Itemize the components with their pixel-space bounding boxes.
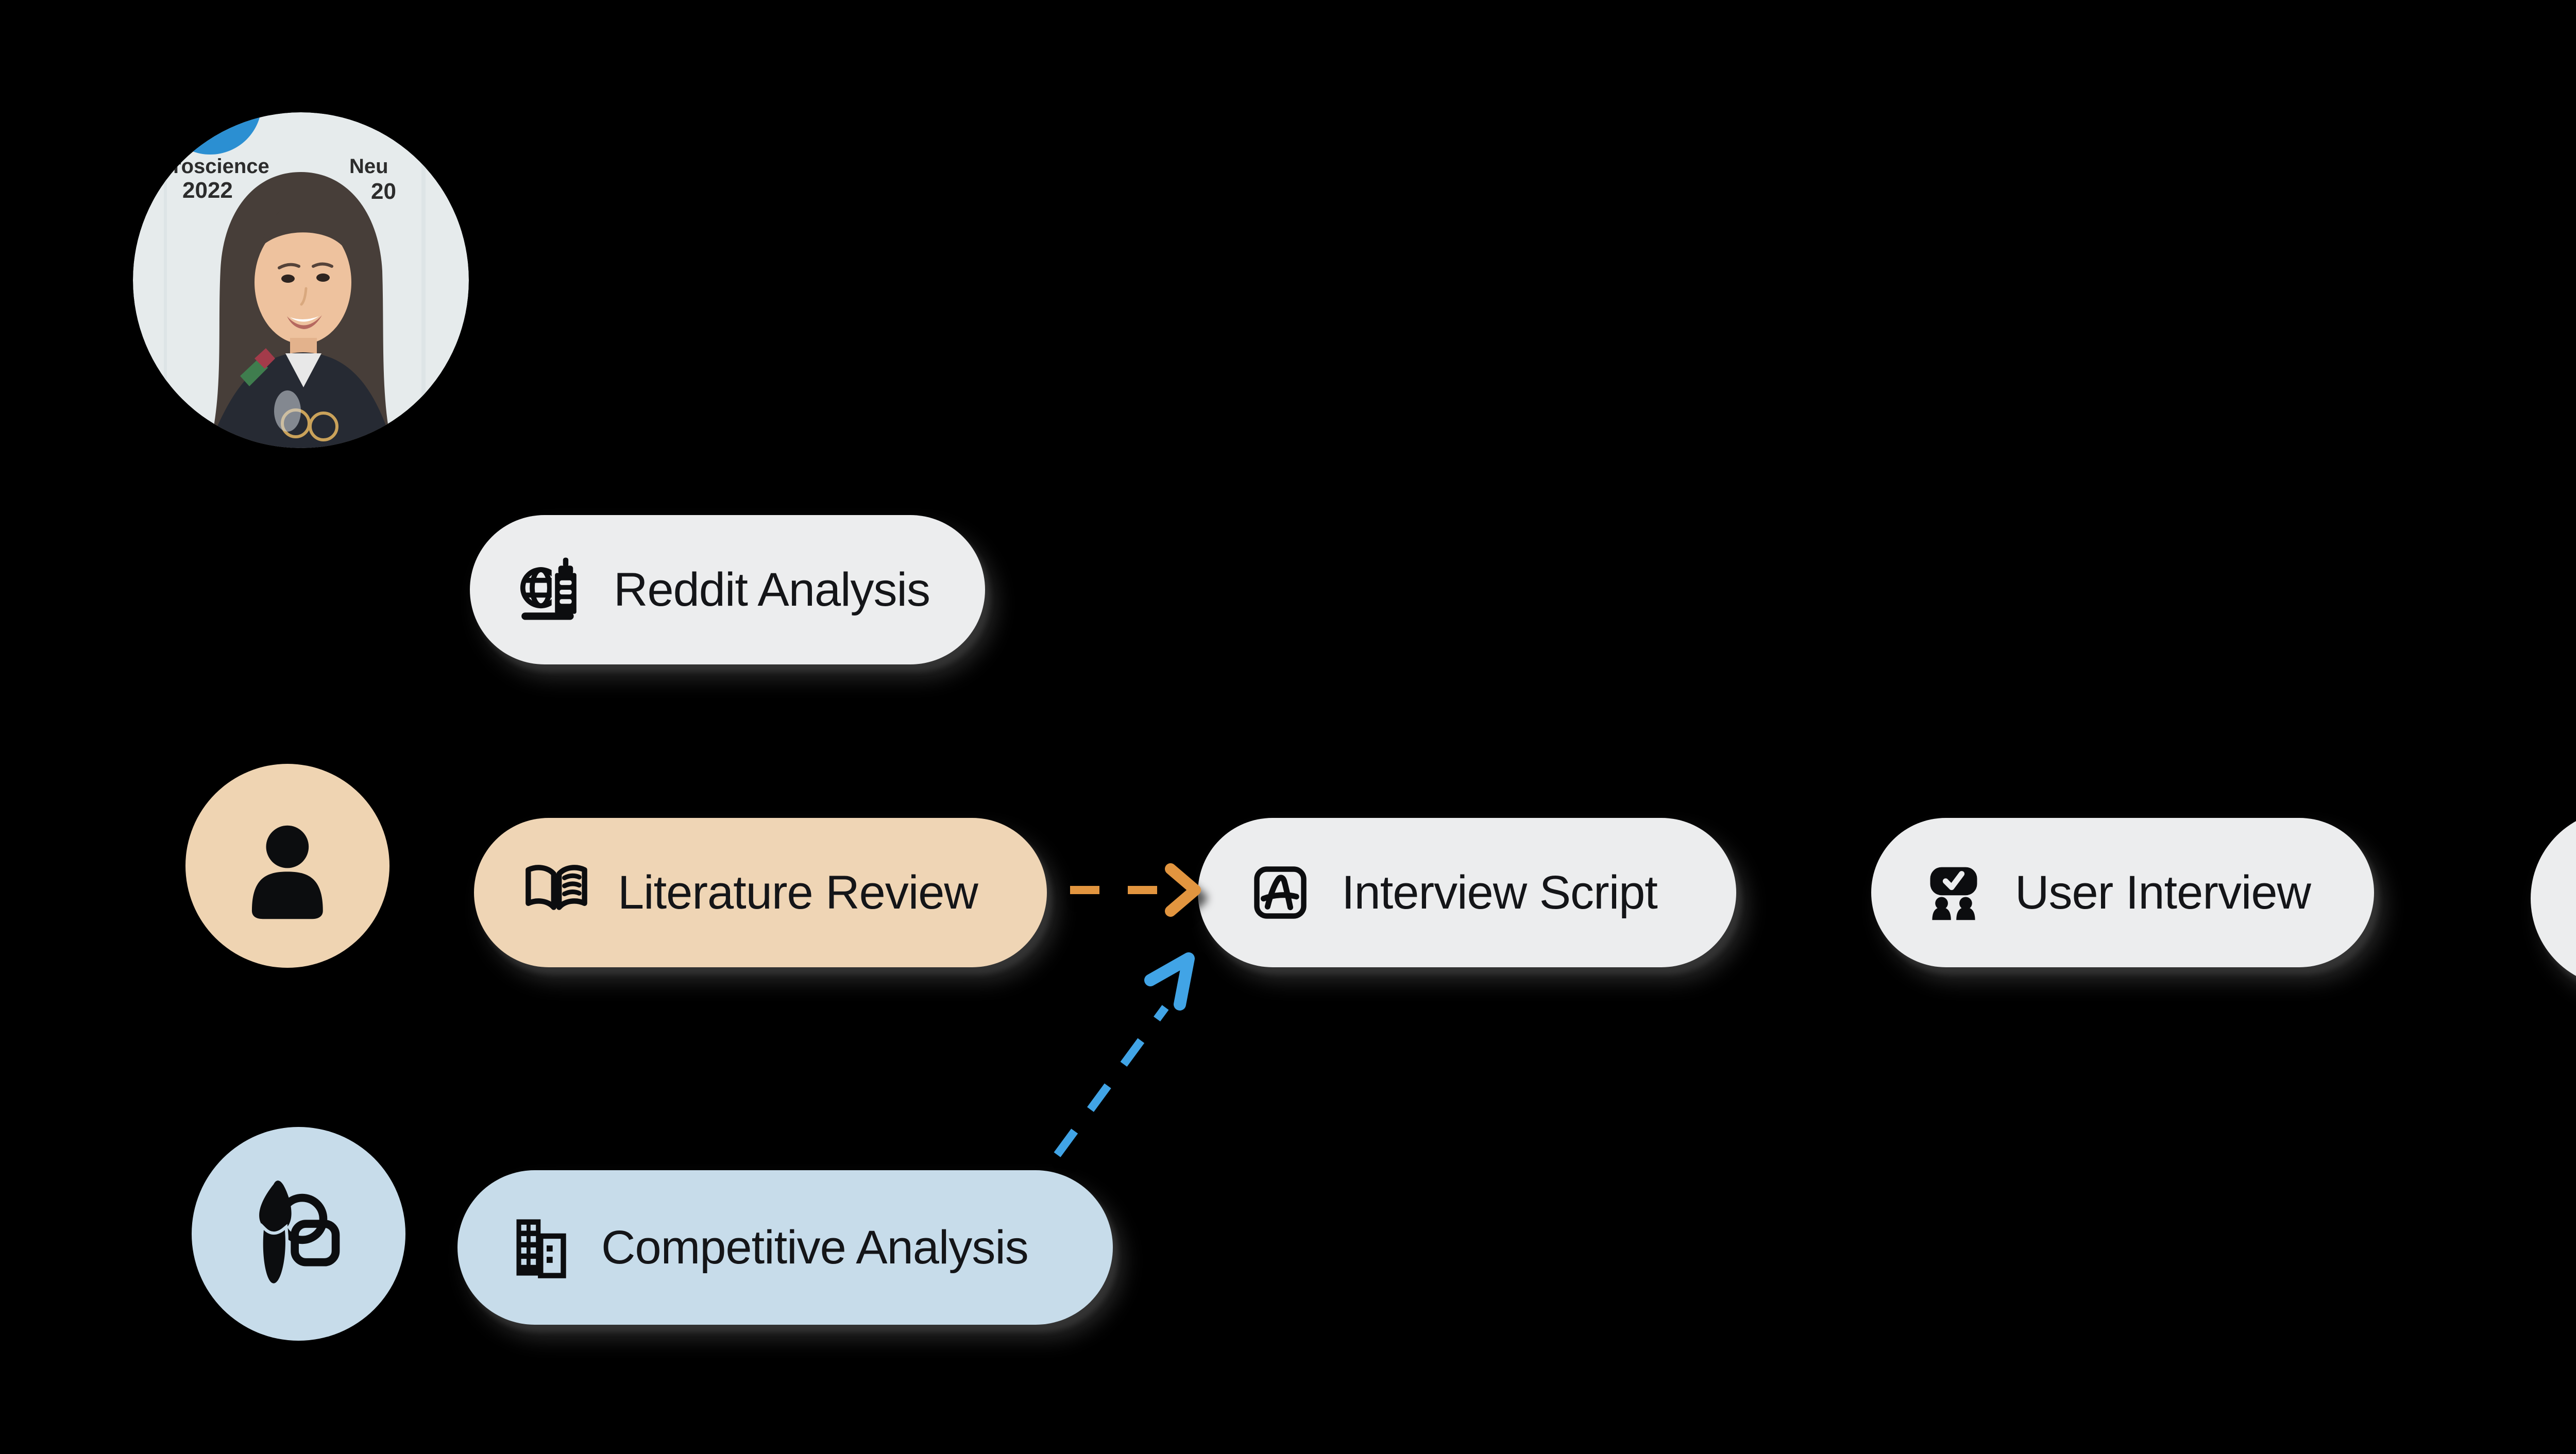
profile-avatar[interactable]: roscience 2022 Neu 20 [133,112,469,448]
arrowhead-right [1165,863,1201,917]
globe-tower-icon [519,556,586,623]
people-check-icon [1920,859,1987,926]
node-literature-review[interactable]: Literature Review [474,818,1047,967]
node-data-analysis[interactable]: Data Analysis & Share-Out [2531,810,2576,987]
person-icon [252,825,323,919]
node-competitive-analysis[interactable]: Competitive Analysis [457,1170,1113,1325]
profile-photo: roscience 2022 Neu 20 [133,112,469,448]
letter-a-icon [1247,859,1314,926]
backdrop-text: Neu [349,155,388,178]
node-label: Competitive Analysis [601,1221,1029,1274]
open-book-icon [523,859,590,926]
backdrop-text: 2022 [182,178,233,203]
node-label: Reddit Analysis [614,563,930,616]
backdrop-text: 20 [371,179,396,204]
actor-designer-circle[interactable] [192,1127,405,1341]
connector-literature-to-script[interactable] [1046,840,1216,943]
actor-researcher-circle[interactable] [185,764,389,968]
arrowhead-up-right [1144,952,1195,1011]
backdrop-text: roscience [173,155,269,178]
node-label: Literature Review [618,866,978,919]
node-label: User Interview [2015,866,2311,919]
node-interview-script[interactable]: Interview Script [1198,818,1736,967]
design-tools-icon [259,1181,340,1287]
node-user-interview[interactable]: User Interview [1871,818,2374,967]
node-reddit-analysis[interactable]: Reddit Analysis [470,515,985,664]
connector-competitive-to-script[interactable] [1030,943,1216,1169]
building-icon [506,1214,573,1281]
node-label: Interview Script [1342,866,1658,919]
